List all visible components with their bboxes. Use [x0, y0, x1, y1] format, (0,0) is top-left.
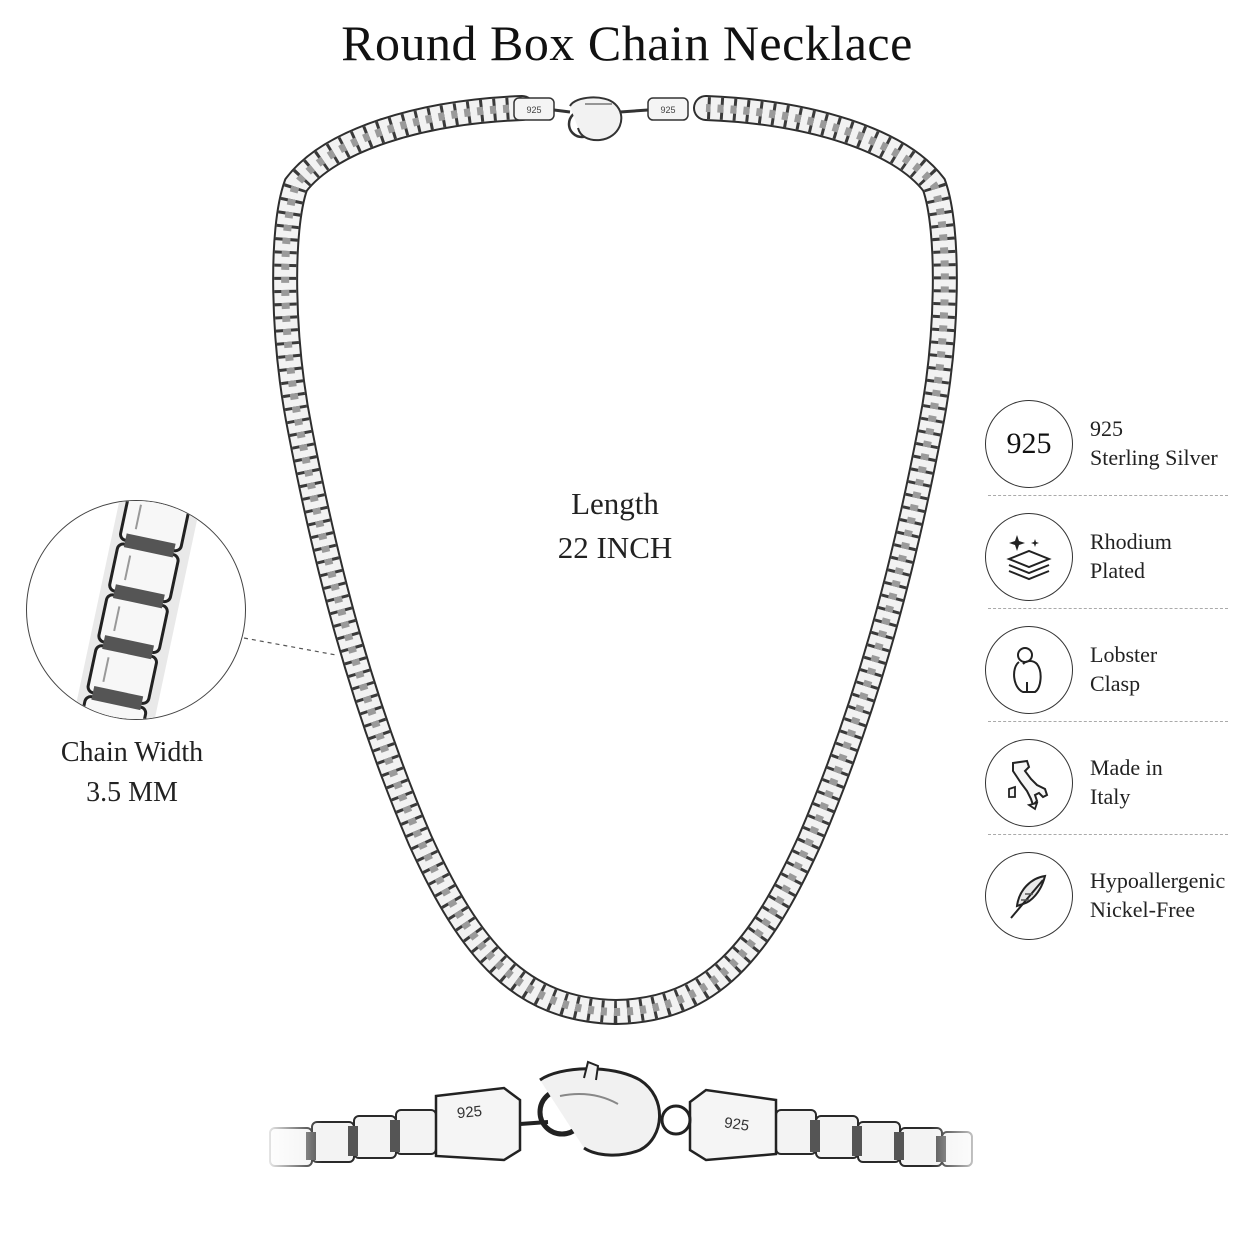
length-label: Length 22 INCH: [515, 482, 715, 570]
feature-divider: [988, 608, 1228, 609]
feature-line2: Plated: [1090, 558, 1145, 583]
feature-divider: [988, 834, 1228, 835]
lobster-clasp-icon: [985, 626, 1073, 714]
925-badge-icon: 925: [985, 400, 1073, 488]
length-value: 22 INCH: [557, 530, 673, 565]
feature-line2: Sterling Silver: [1090, 445, 1218, 470]
feature-line2: Clasp: [1090, 671, 1141, 696]
feature-divider: [988, 495, 1228, 496]
chain-zoom-detail: [26, 500, 246, 720]
chain-width-label: Chain Width 3.5 MM: [22, 733, 242, 813]
feature-lobster-clasp: Lobster Clasp: [980, 618, 1240, 728]
feature-line2: Italy: [1090, 784, 1131, 809]
chain-width-value: 3.5 MM: [86, 777, 178, 808]
top-clasp: 925 925: [513, 96, 689, 142]
feature-line1: Hypoallergenic: [1090, 868, 1226, 893]
feature-made-in-italy: Made in Italy: [980, 731, 1240, 841]
page-title: Round Box Chain Necklace: [341, 15, 913, 71]
sparkle-layers-icon: [985, 513, 1073, 601]
feature-rhodium-plated: Rhodium Plated: [980, 505, 1240, 615]
top-stamp-right: 925: [660, 105, 675, 115]
feature-line1: Lobster: [1090, 642, 1158, 667]
top-stamp-left: 925: [526, 105, 541, 115]
chain-width-caption: Chain Width: [60, 737, 204, 768]
italy-map-icon: [985, 739, 1073, 827]
feature-line2: Nickel-Free: [1090, 897, 1196, 922]
feature-line1: Rhodium: [1090, 529, 1172, 554]
feature-line1: 925: [1090, 416, 1123, 441]
feature-sterling-silver: 925 925 Sterling Silver: [980, 392, 1240, 502]
feather-icon: [985, 852, 1073, 940]
feature-line1: Made in: [1090, 755, 1163, 780]
feature-divider: [988, 721, 1228, 722]
feature-hypoallergenic: Hypoallergenic Nickel-Free: [980, 844, 1240, 954]
925-badge-text: 925: [1006, 427, 1052, 460]
length-caption: Length: [571, 486, 659, 521]
